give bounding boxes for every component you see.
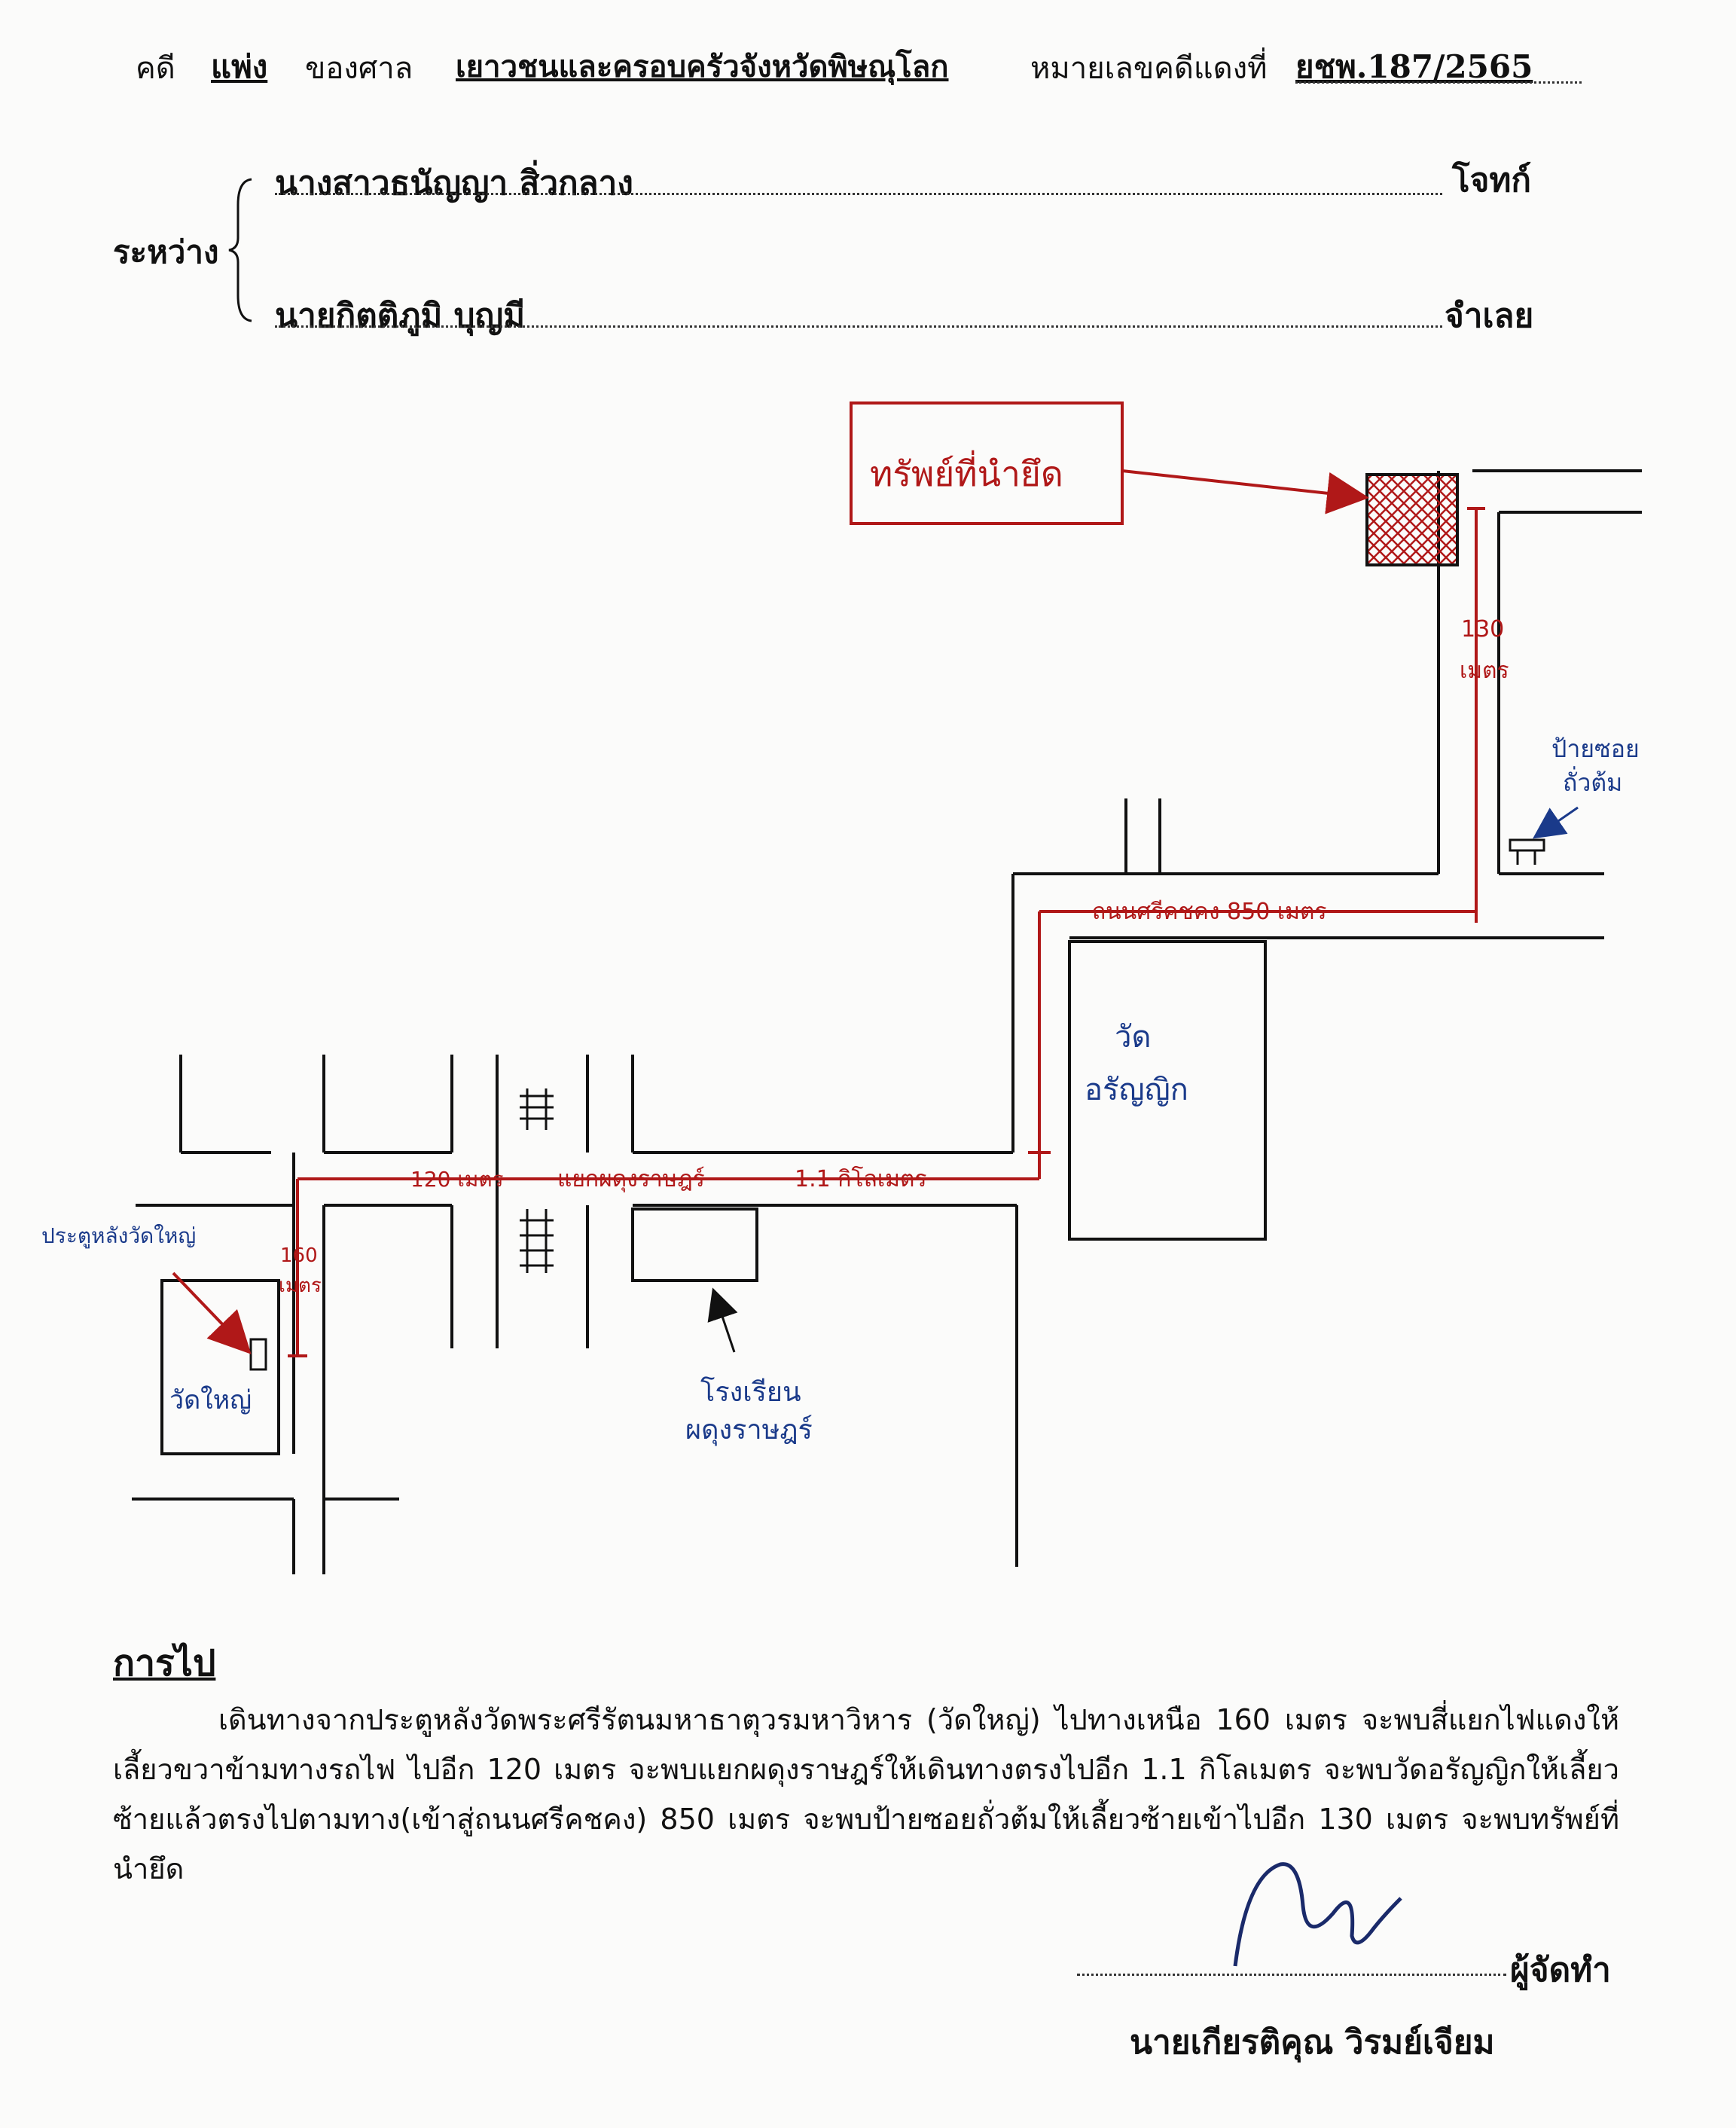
target-property	[1365, 473, 1459, 566]
dist-130: 130	[1461, 616, 1504, 643]
temple-arunyik-2: อรัญญิก	[1085, 1073, 1188, 1107]
dotted-line	[1295, 81, 1582, 84]
route-path	[172, 469, 1485, 1357]
court-label: ของศาล	[305, 51, 413, 86]
dotted-line	[275, 325, 1442, 328]
wat-yai-label: วัดใหญ่	[169, 1385, 252, 1415]
dist-11km: 1.1 กิโลเมตร	[795, 1165, 927, 1192]
dist-160: 160	[280, 1244, 318, 1267]
school-block	[631, 1207, 758, 1282]
route-map: ทรัพย์ที่นำยึด 130 เมตร ป้ายซอย ถั่วต้ม …	[41, 401, 1642, 1574]
case-no-label: หมายเลขคดีแดงที่	[1030, 51, 1268, 86]
soi-sign-label: ป้ายซอย	[1551, 734, 1640, 763]
case-type: แพ่ง	[211, 48, 268, 85]
gate-label: ประตูหลังวัดใหญ่	[41, 1223, 196, 1249]
junction-label: แยกผดุงราษฎร์	[557, 1166, 705, 1193]
target-label: ทรัพย์ที่นำยึด	[870, 450, 1063, 494]
school-label-1: โรงเรียน	[700, 1376, 801, 1408]
between-label: ระหว่าง	[113, 234, 219, 270]
defendant-role: จำเลย	[1445, 297, 1534, 335]
school-arrow	[707, 1287, 738, 1353]
target-label-box	[850, 401, 1124, 525]
directions-title: การไป	[113, 1642, 216, 1684]
case-label: คดี	[136, 51, 175, 86]
signature	[1233, 1862, 1402, 1967]
road-label: ถนนศรีคชคง 850 เมตร	[1092, 899, 1326, 925]
directions-text: เดินทางจากประตูหลังวัดพระศรีรัตนมหาธาตุว…	[113, 1703, 1619, 1885]
dist-160-unit: เมตร	[279, 1275, 322, 1297]
signature-line	[1077, 1974, 1506, 1976]
preparer-name: นายเกียรติคุณ วิรมย์เจียม	[1130, 2023, 1495, 2062]
case-no: ยชพ.187/2565	[1295, 48, 1533, 85]
sign-icon	[1509, 838, 1545, 865]
preparer-role: ผู้จัดทำ	[1510, 1951, 1611, 1989]
sign-arrow	[1533, 806, 1579, 839]
dist-130-unit: เมตร	[1460, 658, 1509, 684]
railway	[520, 1088, 554, 1273]
plaintiff-name: นางสาวธนัญญา สิ่วกลาง	[275, 164, 633, 203]
wat-yai-block	[160, 1279, 280, 1455]
soi-sign-name: ถั่วต้ม	[1563, 766, 1622, 797]
defendant-name: นายกิตติภูมิ บุญมี	[275, 297, 526, 335]
dotted-line	[275, 193, 1442, 195]
brace-icon	[228, 178, 252, 322]
road-lines	[132, 469, 1642, 1574]
dist-120: 120 เมตร	[410, 1167, 504, 1192]
temple-arunyik-1: วัด	[1115, 1020, 1151, 1055]
court-name: เยาวชนและครอบครัวจังหวัดพิษณุโลก	[456, 49, 949, 84]
plaintiff-role: โจทก์	[1452, 161, 1532, 200]
gate-icon	[249, 1338, 267, 1371]
school-label-2: ผดุงราษฎร์	[685, 1415, 813, 1446]
wat-arunyik-block	[1068, 940, 1267, 1241]
